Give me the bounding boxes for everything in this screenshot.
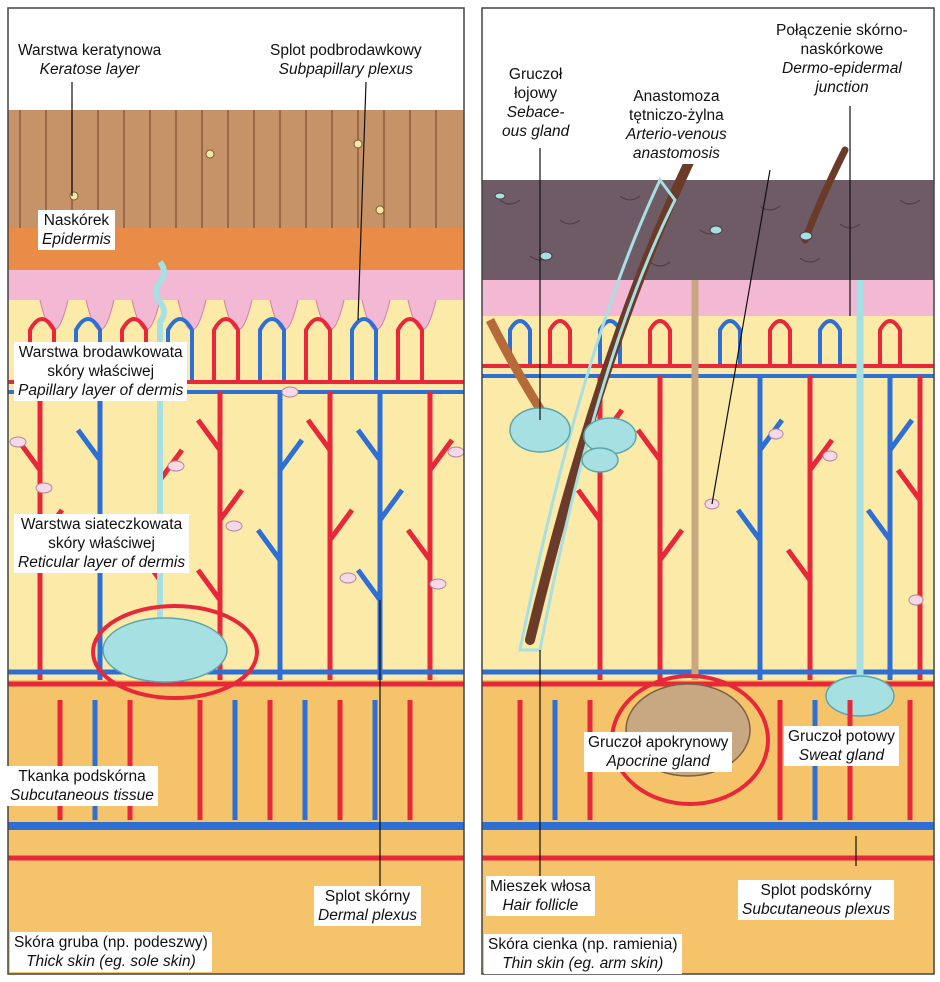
label-thin-skin-pl: Skóra cienka (np. ramienia) bbox=[488, 935, 678, 954]
label-sweat-gland: Gruczoł potowy Sweat gland bbox=[784, 726, 899, 766]
label-reticular-en: Reticular layer of dermis bbox=[18, 553, 185, 572]
label-subcutaneous-tissue: Tkanka podskórna Subcutaneous tissue bbox=[6, 766, 158, 806]
label-sweat-en: Sweat gland bbox=[788, 746, 895, 765]
label-anastomosis-pl1: Anastomoza bbox=[626, 87, 727, 106]
label-subpap-en: Subpapillary plexus bbox=[270, 60, 422, 79]
label-apocrine-pl: Gruczoł apokrynowy bbox=[588, 733, 728, 752]
label-hair-follicle-pl: Mieszek włosa bbox=[490, 877, 591, 896]
label-subcutaneous-plexus: Splot podskórny Subcutaneous plexus bbox=[738, 880, 894, 920]
label-subcut-pl: Tkanka podskórna bbox=[10, 767, 154, 786]
label-hair-follicle: Mieszek włosa Hair follicle bbox=[486, 876, 595, 916]
label-epidermis-en: Epidermis bbox=[42, 230, 111, 249]
label-subcut-en: Subcutaneous tissue bbox=[10, 786, 154, 805]
label-anastomosis-pl2: tętniczo-żylna bbox=[626, 106, 727, 125]
thin-epidermis-layer bbox=[482, 180, 934, 280]
label-anastomosis-en1: Arterio-venous bbox=[626, 125, 727, 144]
label-anastomosis: Anastomoza tętniczo-żylna Arterio-venous… bbox=[622, 86, 731, 164]
label-sebaceous-en2: ous gland bbox=[502, 122, 569, 141]
sweat-gland-right bbox=[826, 676, 894, 716]
label-dermal-plexus: Splot skórny Dermal plexus bbox=[314, 886, 421, 926]
label-papillary-pl1: Warstwa brodawkowata bbox=[18, 343, 183, 362]
label-thin-skin: Skóra cienka (np. ramienia) Thin skin (e… bbox=[484, 934, 682, 974]
label-hair-follicle-en: Hair follicle bbox=[490, 896, 591, 915]
sweat-gland-left bbox=[103, 618, 227, 682]
thick-skin-panel bbox=[8, 8, 464, 974]
label-thin-skin-en: Thin skin (eg. arm skin) bbox=[488, 954, 678, 973]
label-dermo-epidermal-junction: Połączenie skórno- naskórkowe Dermo-epid… bbox=[772, 20, 912, 98]
label-keratose-pl: Warstwa keratynowa bbox=[18, 41, 161, 60]
label-sweat-pl: Gruczoł potowy bbox=[788, 727, 895, 746]
label-keratose-layer: Warstwa keratynowa Keratose layer bbox=[14, 40, 165, 80]
label-papillary-pl2: skóry właściwej bbox=[18, 362, 183, 381]
label-sebaceous-en1: Sebace- bbox=[502, 103, 569, 122]
label-subpapillary-plexus-left: Splot podbrodawkowy Subpapillary plexus bbox=[266, 40, 426, 80]
label-thick-skin: Skóra gruba (np. podeszwy) Thick skin (e… bbox=[10, 932, 212, 972]
label-papillary-layer: Warstwa brodawkowata skóry właściwej Pap… bbox=[14, 342, 187, 401]
label-dej-en1: Dermo-epidermal bbox=[776, 59, 908, 78]
label-apocrine-en: Apocrine gland bbox=[588, 752, 728, 771]
label-thick-skin-pl: Skóra gruba (np. podeszwy) bbox=[14, 933, 208, 952]
label-reticular-layer: Warstwa siateczkowata skóry właściwej Re… bbox=[14, 514, 189, 573]
label-epidermis: Naskórek Epidermis bbox=[38, 210, 115, 250]
label-subpap-pl: Splot podbrodawkowy bbox=[270, 41, 422, 60]
label-keratose-en: Keratose layer bbox=[18, 60, 161, 79]
thin-pink-layer bbox=[482, 280, 934, 316]
label-reticular-pl1: Warstwa siateczkowata bbox=[18, 515, 185, 534]
label-apocrine-gland: Gruczoł apokrynowy Apocrine gland bbox=[584, 732, 732, 772]
label-dermal-plexus-en: Dermal plexus bbox=[318, 906, 417, 925]
label-anastomosis-en2: anastomosis bbox=[626, 144, 727, 163]
label-sebaceous-pl2: łojowy bbox=[502, 84, 569, 103]
label-reticular-pl2: skóry właściwej bbox=[18, 534, 185, 553]
label-sebaceous-gland: Gruczoł łojowy Sebace- ous gland bbox=[498, 64, 573, 142]
stratum-basale bbox=[8, 270, 464, 300]
thin-dermis bbox=[482, 316, 934, 680]
label-thick-skin-en: Thick skin (eg. sole skin) bbox=[14, 952, 208, 971]
label-epidermis-pl: Naskórek bbox=[42, 211, 111, 230]
label-papillary-en: Papillary layer of dermis bbox=[18, 381, 183, 400]
label-dej-en2: junction bbox=[776, 78, 908, 97]
label-dermal-plexus-pl: Splot skórny bbox=[318, 887, 417, 906]
label-subcut-plexus-pl: Splot podskórny bbox=[742, 881, 890, 900]
label-subcut-plexus-en: Subcutaneous plexus bbox=[742, 900, 890, 919]
label-dej-pl2: naskórkowe bbox=[776, 40, 908, 59]
label-sebaceous-pl1: Gruczoł bbox=[502, 65, 569, 84]
label-dej-pl1: Połączenie skórno- bbox=[776, 21, 908, 40]
